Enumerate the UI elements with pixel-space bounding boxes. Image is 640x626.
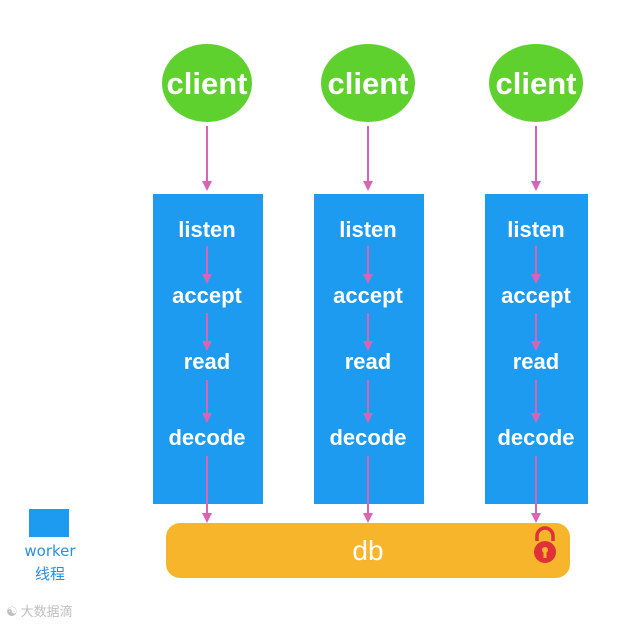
- client-label-3: client: [496, 66, 577, 101]
- client-node-2: [321, 44, 415, 122]
- column-2: client listen accept read decode: [314, 44, 424, 523]
- watermark-text: 大数据滴: [20, 605, 73, 620]
- client-label-2: client: [328, 66, 409, 101]
- step-read-3: read: [513, 349, 559, 374]
- weibo-icon: ☯: [6, 605, 18, 620]
- db-label: db: [352, 535, 383, 566]
- step-read-2: read: [345, 349, 391, 374]
- lock-icon: [534, 526, 556, 563]
- step-listen-1: listen: [178, 217, 235, 242]
- watermark: ☯大数据滴: [6, 601, 73, 620]
- client-label-1: client: [167, 66, 248, 101]
- legend-worker-swatch: [29, 509, 69, 537]
- step-decode-1: decode: [168, 425, 245, 450]
- client-node-3: [489, 44, 583, 122]
- step-decode-3: decode: [497, 425, 574, 450]
- client-node-1: [162, 44, 252, 122]
- column-1: client listen accept read decode: [153, 44, 263, 523]
- db-bar: [166, 523, 570, 578]
- step-listen-2: listen: [339, 217, 396, 242]
- step-read-1: read: [184, 349, 230, 374]
- legend-worker-label: worker: [24, 542, 76, 560]
- step-accept-1: accept: [172, 283, 242, 308]
- column-3: client listen accept read decode: [485, 44, 588, 523]
- legend-thread-label: 线程: [34, 565, 65, 583]
- step-accept-3: accept: [501, 283, 571, 308]
- db: db: [166, 523, 570, 578]
- step-decode-2: decode: [329, 425, 406, 450]
- step-listen-3: listen: [507, 217, 564, 242]
- step-accept-2: accept: [333, 283, 403, 308]
